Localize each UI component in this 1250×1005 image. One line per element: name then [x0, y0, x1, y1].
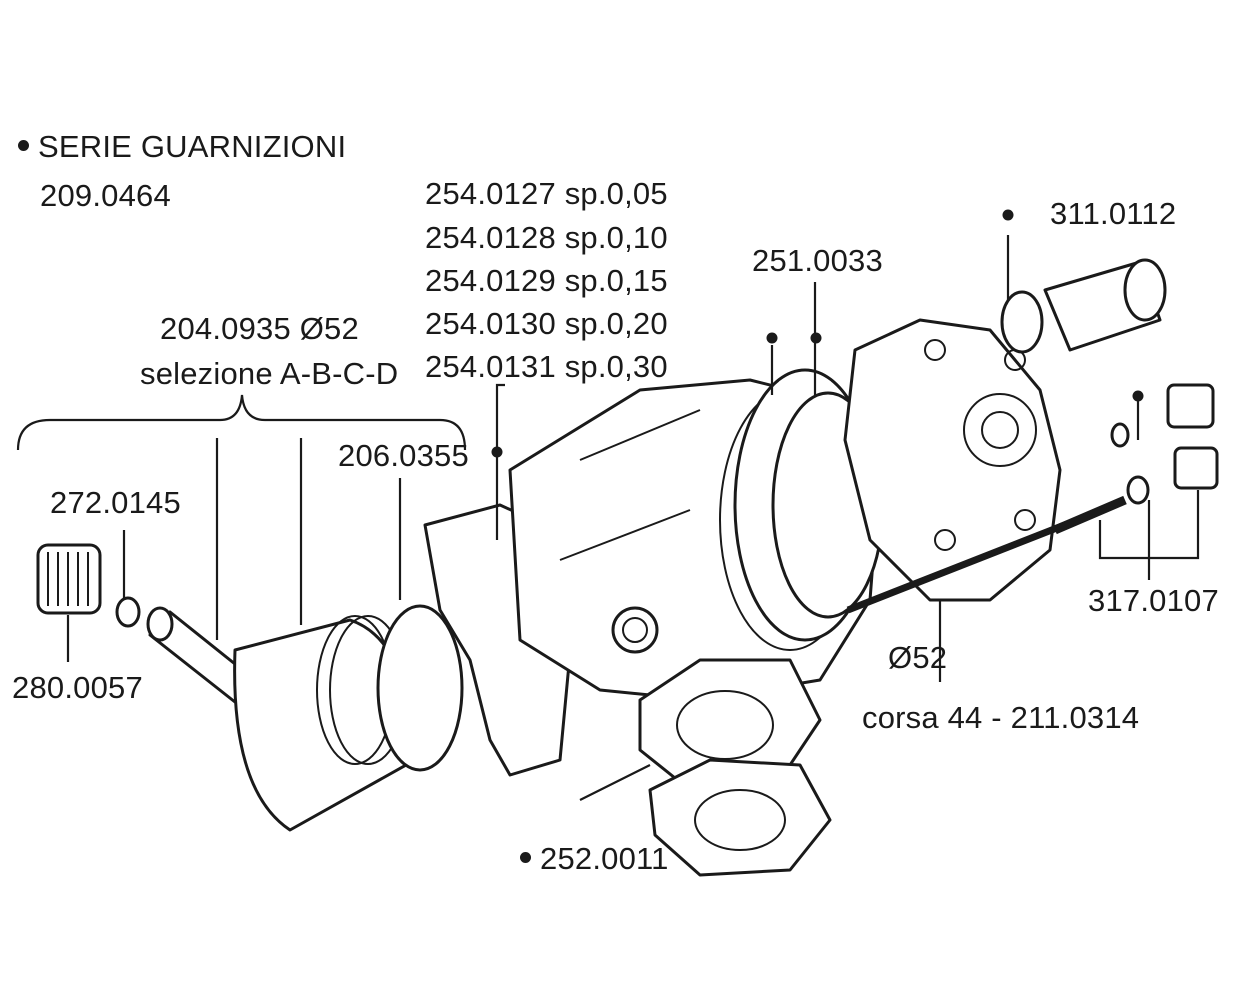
- needle-bearing-label: 280.0057: [12, 670, 143, 705]
- piston-code-label: 204.0935 Ø52: [160, 311, 359, 346]
- head-gasket-label: 251.0033: [752, 243, 883, 278]
- washer-upper-part: [1110, 422, 1130, 448]
- base-gasket-label: 252.0011: [520, 843, 669, 874]
- stroke-head-label: corsa 44 - 211.0314: [862, 700, 1140, 735]
- piston-selection-label: selezione A-B-C-D: [140, 356, 399, 391]
- gasket-set-code: 209.0464: [40, 178, 171, 213]
- piston-part: [233, 615, 417, 832]
- head-cap-label: 311.0112: [1050, 196, 1177, 231]
- shim-label-5: 254.0131 sp.0,30: [425, 349, 668, 384]
- leader-base-gasket: [579, 764, 651, 801]
- shim-label-4: 254.0130 sp.0,20: [425, 306, 668, 341]
- studs-nuts-label: 317.0107: [1088, 583, 1219, 618]
- leader-shims: [495, 383, 505, 540]
- bore-label: Ø52: [888, 640, 948, 675]
- bullet-shims: [491, 446, 503, 458]
- bullet-gasket-right: [810, 332, 822, 344]
- washer-lower-part: [1126, 475, 1150, 505]
- cylinder-head-part: [843, 318, 1062, 602]
- piston-ring-part: [376, 604, 464, 772]
- gasket-set-title: SERIE GUARNIZIONI: [18, 131, 346, 162]
- shim-label-1: 254.0127 sp.0,05: [425, 176, 668, 211]
- head-cap-part: [1000, 258, 1167, 354]
- stud-part-2: [1053, 495, 1127, 535]
- shim-label-2: 254.0128 sp.0,10: [425, 220, 668, 255]
- piston-bracket: [16, 394, 467, 451]
- stud-part: [846, 511, 1092, 614]
- bullet-nut: [1132, 390, 1144, 402]
- lower-gasket-part: [648, 758, 832, 877]
- bullet-gasket-left: [766, 332, 778, 344]
- needle-bearing-part: [36, 543, 102, 615]
- nut-lower-part: [1173, 446, 1219, 490]
- clip-left-part: [115, 596, 141, 628]
- nut-upper-part: [1166, 383, 1215, 429]
- clip-label: 272.0145: [50, 485, 181, 520]
- base-flange-part: [638, 658, 822, 792]
- shim-label-3: 254.0129 sp.0,15: [425, 263, 668, 298]
- piston-ring-label: 206.0355: [338, 438, 469, 473]
- bullet-cap: [1002, 209, 1014, 221]
